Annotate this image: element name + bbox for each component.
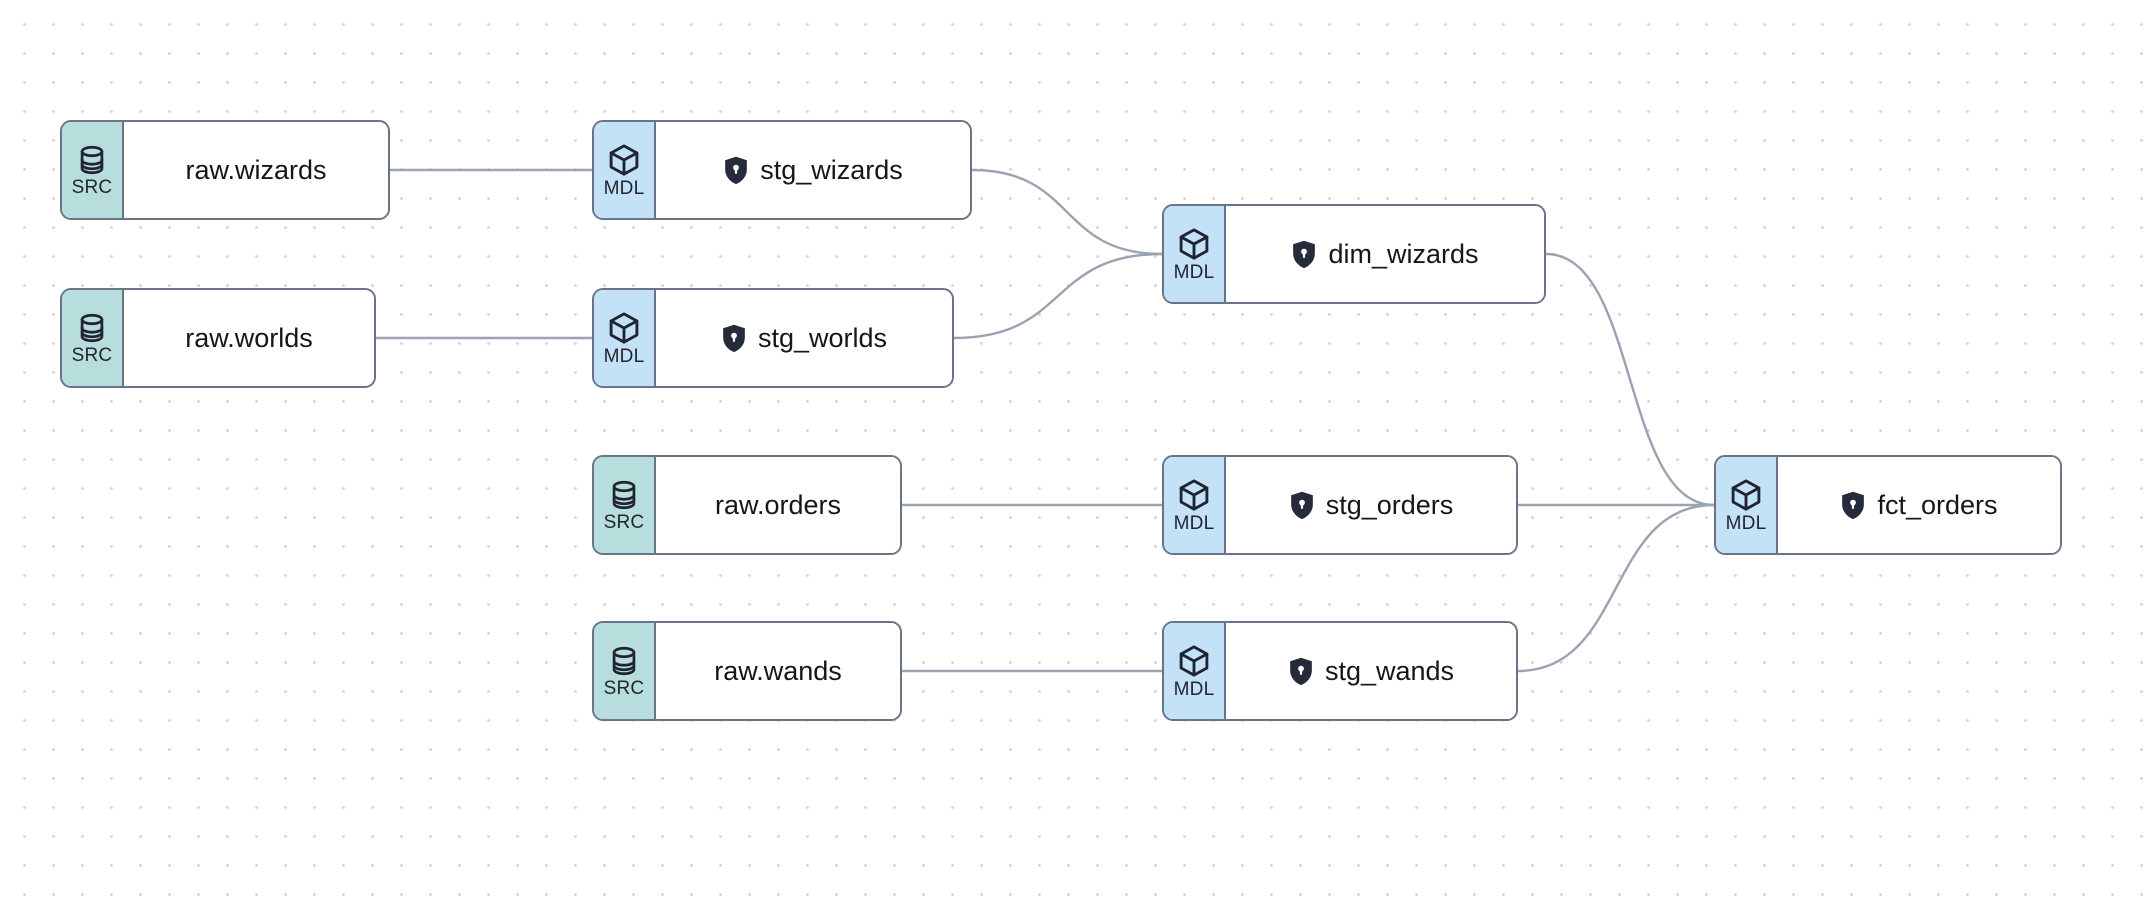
shield-lock-icon bbox=[721, 324, 747, 353]
edge-stg_wizards-to-dim_wizards[interactable] bbox=[971, 168, 1163, 256]
node-dim_wizards[interactable]: MDL dim_wizards bbox=[1162, 204, 1546, 304]
database-icon bbox=[607, 478, 641, 512]
node-stg_wizards[interactable]: MDL stg_wizards bbox=[592, 120, 972, 220]
node-type-badge-stg_wizards: MDL bbox=[594, 122, 656, 218]
cube-icon bbox=[1176, 226, 1212, 262]
edge-stg_wands-to-fct_orders[interactable] bbox=[1517, 503, 1715, 673]
node-body-raw_worlds: raw.worlds bbox=[124, 290, 374, 386]
node-label: raw.orders bbox=[714, 489, 842, 520]
badge-label: SRC bbox=[603, 678, 645, 699]
node-type-badge-raw_wands: SRC bbox=[594, 623, 656, 719]
node-raw_wands[interactable]: SRC raw.wands bbox=[592, 621, 902, 721]
node-body-fct_orders: fct_orders bbox=[1778, 457, 2060, 553]
edge-stg_worlds-to-dim_wizards[interactable] bbox=[953, 252, 1163, 340]
node-body-stg_wizards: stg_wizards bbox=[656, 122, 970, 218]
node-type-badge-dim_wizards: MDL bbox=[1164, 206, 1226, 302]
node-body-raw_orders: raw.orders bbox=[656, 457, 900, 553]
node-label: dim_wizards bbox=[1328, 238, 1479, 269]
node-raw_wizards[interactable]: SRC raw.wizards bbox=[60, 120, 390, 220]
edge-dim_wizards-to-fct_orders[interactable] bbox=[1545, 252, 1715, 507]
node-body-raw_wizards: raw.wizards bbox=[124, 122, 388, 218]
node-label: stg_orders bbox=[1325, 489, 1454, 520]
node-label: stg_wands bbox=[1324, 655, 1455, 686]
node-type-badge-stg_worlds: MDL bbox=[594, 290, 656, 386]
node-stg_orders[interactable]: MDL stg_orders bbox=[1162, 455, 1518, 555]
node-type-badge-fct_orders: MDL bbox=[1716, 457, 1778, 553]
badge-label: SRC bbox=[71, 345, 113, 366]
node-body-stg_wands: stg_wands bbox=[1226, 623, 1516, 719]
node-label: raw.wizards bbox=[185, 154, 327, 185]
badge-label: MDL bbox=[1725, 513, 1767, 534]
cube-icon bbox=[1176, 643, 1212, 679]
database-icon bbox=[75, 311, 109, 345]
node-body-stg_worlds: stg_worlds bbox=[656, 290, 952, 386]
node-raw_orders[interactable]: SRC raw.orders bbox=[592, 455, 902, 555]
badge-label: MDL bbox=[1173, 679, 1215, 700]
database-icon bbox=[75, 143, 109, 177]
shield-lock-icon bbox=[1289, 491, 1315, 520]
badge-label: MDL bbox=[603, 178, 645, 199]
node-body-stg_orders: stg_orders bbox=[1226, 457, 1516, 553]
shield-lock-icon bbox=[1291, 240, 1317, 269]
badge-label: MDL bbox=[1173, 262, 1215, 283]
node-stg_worlds[interactable]: MDL stg_worlds bbox=[592, 288, 954, 388]
node-fct_orders[interactable]: MDL fct_orders bbox=[1714, 455, 2062, 555]
cube-icon bbox=[606, 310, 642, 346]
badge-label: SRC bbox=[71, 177, 113, 198]
node-raw_worlds[interactable]: SRC raw.worlds bbox=[60, 288, 376, 388]
badge-label: MDL bbox=[1173, 513, 1215, 534]
node-type-badge-stg_orders: MDL bbox=[1164, 457, 1226, 553]
shield-lock-icon bbox=[1288, 657, 1314, 686]
node-type-badge-raw_worlds: SRC bbox=[62, 290, 124, 386]
cube-icon bbox=[606, 142, 642, 178]
node-stg_wands[interactable]: MDL stg_wands bbox=[1162, 621, 1518, 721]
node-label: fct_orders bbox=[1877, 489, 1998, 520]
node-label: stg_wizards bbox=[760, 154, 903, 185]
node-label: raw.worlds bbox=[185, 322, 313, 353]
node-body-dim_wizards: dim_wizards bbox=[1226, 206, 1544, 302]
node-label: raw.wands bbox=[714, 655, 842, 686]
cube-icon bbox=[1728, 477, 1764, 513]
node-type-badge-raw_orders: SRC bbox=[594, 457, 656, 553]
cube-icon bbox=[1176, 477, 1212, 513]
node-label: stg_worlds bbox=[757, 322, 888, 353]
node-body-raw_wands: raw.wands bbox=[656, 623, 900, 719]
badge-label: MDL bbox=[603, 346, 645, 367]
node-type-badge-stg_wands: MDL bbox=[1164, 623, 1226, 719]
shield-lock-icon bbox=[723, 156, 749, 185]
badge-label: SRC bbox=[603, 512, 645, 533]
node-type-badge-raw_wizards: SRC bbox=[62, 122, 124, 218]
database-icon bbox=[607, 644, 641, 678]
shield-lock-icon bbox=[1840, 491, 1866, 520]
